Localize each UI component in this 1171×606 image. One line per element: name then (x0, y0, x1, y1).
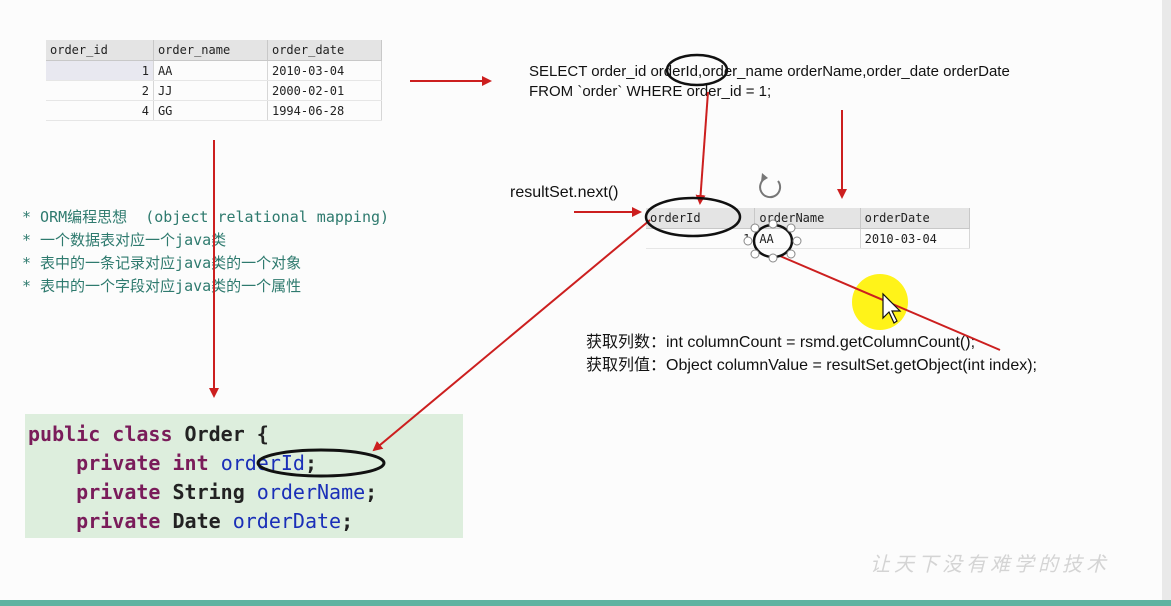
column-header: order_id (46, 40, 154, 61)
arrow-alias-to-column (695, 91, 709, 205)
watermark: 让天下没有难学的技术 (870, 552, 1110, 576)
table-cell: 2010-03-04 (860, 228, 971, 249)
orm-notes: * ORM编程思想 (object relational mapping) * … (22, 206, 389, 298)
bottom-bar (0, 600, 1171, 606)
resize-handle[interactable] (750, 249, 760, 259)
column-header: order_date (267, 40, 383, 61)
table-row[interactable]: 4 GG 1994-06-28 (46, 100, 383, 121)
orderid-alias-highlight (665, 53, 729, 87)
table-row[interactable]: 1 AA 2010-03-04 (646, 228, 971, 249)
code-box (25, 414, 463, 538)
resultset-next-label: resultSet.next() (510, 184, 619, 201)
mouse-pointer-icon (882, 292, 902, 324)
table-cell: 2 (46, 80, 154, 101)
note-line: * 表中的一个字段对应java类的一个属性 (22, 277, 302, 295)
table-cell: AA (153, 60, 268, 81)
resize-handle[interactable] (786, 223, 796, 233)
table-cell: 1 (46, 60, 154, 81)
note-line: * 表中的一条记录对应java类的一个对象 (22, 254, 302, 272)
table-row[interactable]: 2 JJ 2000-02-01 (46, 80, 383, 101)
resize-handle[interactable] (768, 219, 778, 229)
code-text: ; (304, 451, 318, 475)
metadata-line: 获取列值：Object columnValue = resultSet.getO… (586, 357, 1038, 374)
resize-handle[interactable] (786, 249, 796, 259)
note-line: * ORM编程思想 (object relational mapping) (22, 208, 390, 226)
note-line: * 一个数据表对应一个java类 (22, 231, 227, 249)
table-row[interactable]: 1 AA 2010-03-04 (46, 60, 383, 81)
rotate-handle-icon[interactable] (759, 173, 782, 199)
code-keyword: private (76, 509, 161, 533)
column-header: orderId (646, 208, 756, 229)
resize-handle[interactable] (743, 236, 753, 246)
code-keyword: private (76, 451, 161, 475)
code-text: ; (365, 480, 378, 504)
metadata-line: 获取列数：int columnCount = rsmd.getColumnCou… (586, 334, 976, 351)
window-edge (1162, 0, 1171, 600)
sql-line: SELECT order_id orderId,order_name order… (529, 63, 1010, 80)
resize-handle[interactable] (768, 253, 778, 263)
table-cell: 2000-02-01 (267, 80, 383, 101)
sql-query: SELECT order_id orderId,order_name order… (529, 62, 1010, 102)
table-cell: 4 (46, 100, 154, 121)
code-text: Order { (172, 422, 269, 446)
table-cell: 1994-06-28 (267, 100, 383, 121)
cursor-highlight (852, 274, 908, 330)
code-keyword: private (76, 480, 161, 504)
table-cell: GG (153, 100, 268, 121)
column-header: order_name (153, 40, 268, 61)
code-field: orderDate (232, 509, 342, 533)
code-text: ; (341, 509, 354, 533)
table-cell: 2010-03-04 (267, 60, 383, 81)
table-header-row: order_id order_name order_date (46, 40, 383, 61)
java-class-code: public class Order { private int orderId… (28, 420, 377, 536)
code-field: orderName (256, 480, 366, 504)
orderid-field-highlight (256, 448, 386, 478)
column-header: orderDate (860, 208, 971, 229)
order-table: order_id order_name order_date 1 AA 2010… (46, 40, 383, 121)
table-cell: AA (754, 228, 861, 249)
code-type: String (160, 480, 257, 504)
code-keyword: public class (28, 422, 173, 446)
orderid-header-highlight (644, 196, 742, 238)
code-type: Date (160, 509, 233, 533)
sql-line: FROM `order` WHERE order_id = 1; (529, 83, 772, 100)
value-aa-highlight (752, 223, 794, 259)
resize-handle[interactable] (792, 236, 802, 246)
table-cell: JJ (153, 80, 268, 101)
code-type: int (160, 451, 221, 475)
arrow-column-to-field (372, 219, 651, 452)
metadata-notes: 获取列数：int columnCount = rsmd.getColumnCou… (586, 331, 1037, 377)
resize-handle[interactable] (750, 223, 760, 233)
code-field: orderId (220, 451, 305, 475)
